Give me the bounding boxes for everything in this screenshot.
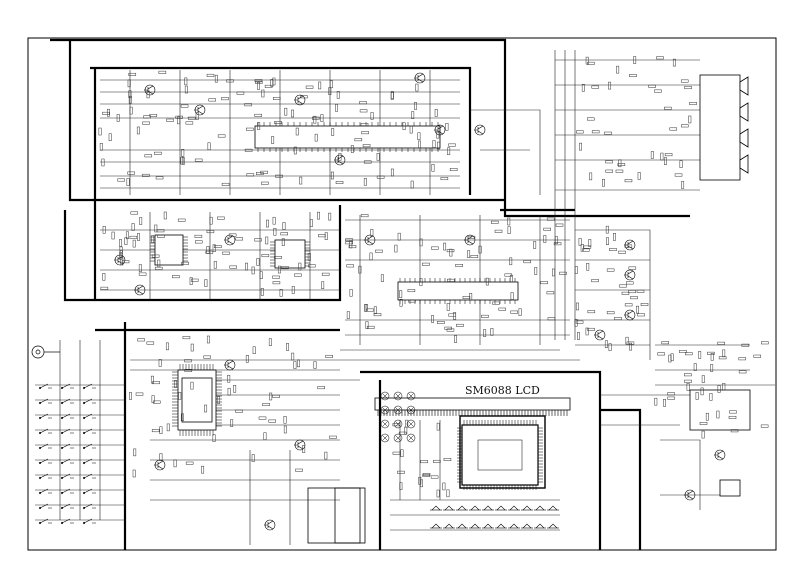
input-jack — [31, 345, 60, 359]
side-connector — [334, 487, 366, 544]
ic-pins — [150, 122, 543, 490]
lcd-section-title: SM6088 LCD — [465, 384, 540, 397]
audio-ic-2 — [274, 239, 306, 269]
mcu-inner — [181, 377, 213, 423]
lcd-segment-panel: SM6088 LCD — [374, 384, 571, 489]
keypad-switches — [38, 383, 96, 525]
lcd-driver-chip — [461, 424, 539, 486]
bottom-connector — [307, 487, 361, 544]
transistors — [114, 72, 726, 531]
speaker-matrix — [699, 74, 741, 181]
mcu-chip — [177, 369, 217, 431]
ic-packages — [154, 74, 751, 544]
passive-components — [98, 56, 769, 498]
power-ic — [689, 389, 751, 431]
driver-ic — [397, 281, 519, 301]
main-bus-lines — [50, 38, 690, 550]
tuner-ic — [254, 125, 441, 149]
button-row — [430, 505, 559, 529]
sheet-frame — [27, 37, 777, 551]
speaker-symbols — [739, 76, 749, 174]
aux-ic — [719, 479, 741, 497]
audio-ic-1 — [154, 234, 184, 266]
signal-wires — [35, 50, 775, 545]
